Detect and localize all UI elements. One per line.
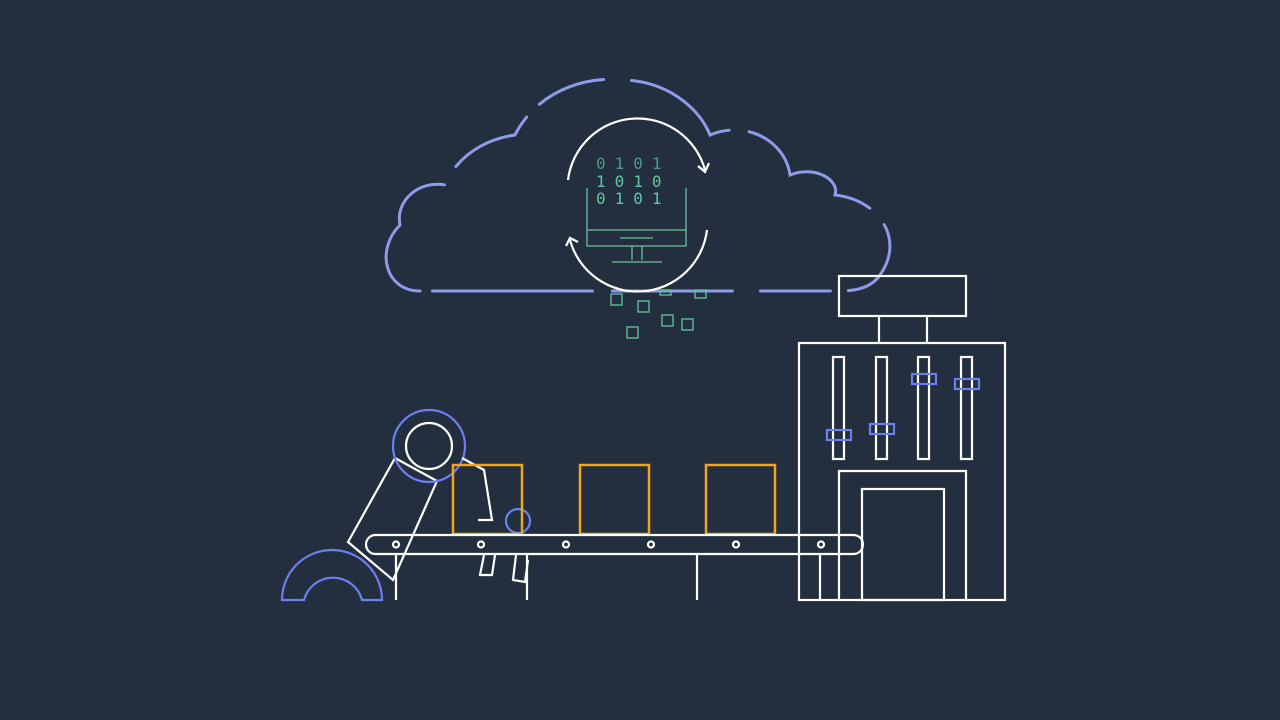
- cloud-computer-icon: 0101 1010 0101: [565, 117, 711, 293]
- product-box: [578, 463, 651, 536]
- product-box: [704, 463, 777, 536]
- data-particles: [610, 289, 707, 339]
- product-box: [451, 463, 524, 536]
- binary-row: 0101: [596, 189, 671, 208]
- factory-machine: [797, 274, 1007, 602]
- product-boxes: [451, 463, 777, 536]
- slider-knob: [825, 428, 853, 442]
- binary-row: 1010: [596, 172, 671, 191]
- conveyor-belt: [364, 533, 865, 600]
- slider-knob: [868, 422, 896, 436]
- binary-row: 0101: [596, 154, 671, 173]
- slider-knob: [953, 377, 981, 391]
- slider-knob: [910, 372, 938, 386]
- robot-arm: [280, 408, 532, 602]
- cloud-icon: [384, 77, 892, 293]
